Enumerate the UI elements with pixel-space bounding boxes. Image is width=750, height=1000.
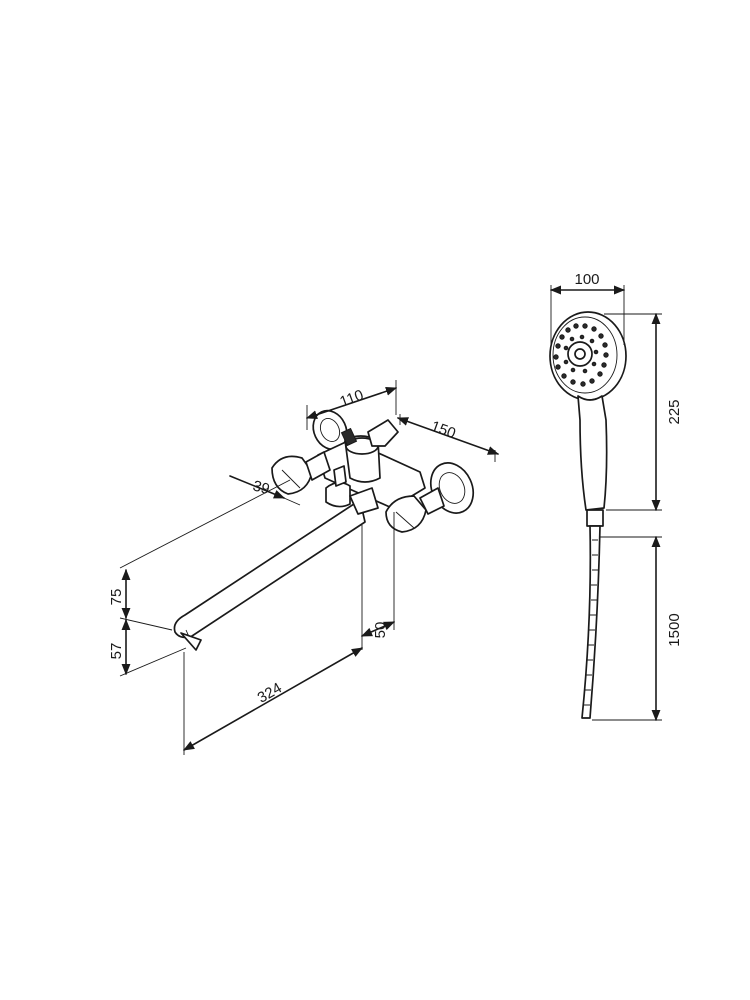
dim-label-39: 39 bbox=[251, 477, 272, 498]
dim-324: 324 bbox=[183, 647, 363, 755]
dim-label-225: 225 bbox=[666, 399, 683, 424]
diverter-knob bbox=[367, 419, 399, 447]
dim-225: 225 bbox=[604, 312, 683, 512]
dim-label-57: 57 bbox=[108, 643, 125, 660]
dim-50: 50 bbox=[360, 512, 396, 650]
dim-label-110: 110 bbox=[338, 387, 366, 411]
faucet-spout bbox=[173, 499, 366, 639]
hand-shower bbox=[549, 311, 627, 719]
dim-label-75: 75 bbox=[108, 589, 125, 606]
spray-nozzles bbox=[553, 323, 609, 387]
dim-label-100: 100 bbox=[574, 271, 599, 288]
dim-100: 100 bbox=[549, 271, 626, 345]
dim-label-1500: 1500 bbox=[666, 613, 683, 646]
dim-label-50: 50 bbox=[372, 622, 389, 639]
shower-hose bbox=[581, 525, 601, 719]
bath-faucet bbox=[173, 409, 475, 651]
dim-75-57: 75 57 bbox=[108, 479, 291, 677]
shower-handle bbox=[577, 395, 608, 511]
dim-150: 150 bbox=[396, 414, 500, 462]
dim-label-324: 324 bbox=[255, 679, 285, 706]
dim-1500: 1500 bbox=[592, 535, 683, 722]
center-lever bbox=[325, 481, 351, 508]
right-handle bbox=[385, 495, 427, 533]
dim-39: 39 bbox=[229, 475, 301, 506]
